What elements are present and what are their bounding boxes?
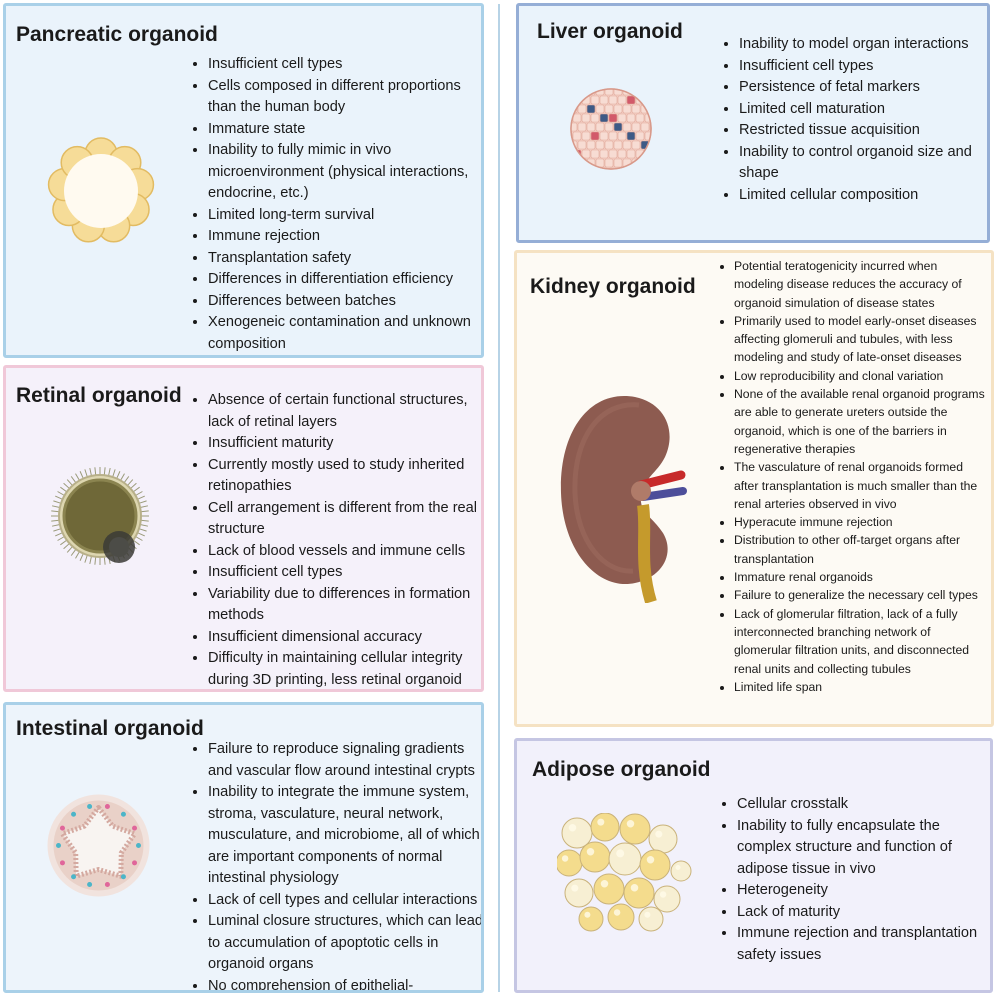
panel-title: Retinal organoid	[16, 384, 182, 407]
kidney-illustration	[560, 396, 687, 603]
limitation-item: Restricted tissue acquisition	[739, 120, 987, 142]
limitation-item: Insufficient dimensional accuracy	[208, 627, 481, 649]
limitation-item: Limited life span	[734, 678, 989, 696]
limitation-item: None of the available renal organoid pro…	[734, 385, 989, 458]
limitation-item: Absence of certain functional structures…	[208, 390, 481, 433]
limitation-item: Low reproducibility and clonal variation	[734, 367, 989, 385]
limitation-item: Limited long-term survival	[208, 205, 481, 227]
limitations-list: Absence of certain functional structures…	[191, 390, 481, 689]
limitation-item: Immune rejection and transplantation saf…	[737, 923, 990, 966]
panel-title: Adipose organoid	[532, 758, 711, 781]
limitation-item: Immature state	[208, 119, 481, 141]
liver-organoid-illustration	[570, 88, 652, 170]
limitation-item: Limited cellular composition	[739, 185, 987, 207]
limitation-item: Inability to model organ interactions	[739, 34, 987, 56]
limitation-item: Insufficient maturity	[208, 433, 481, 455]
pancreatic-organoid-panel: Pancreatic organoid Insufficient cell ty…	[3, 3, 484, 358]
limitation-item: Failure to reproduce signaling gradients…	[208, 739, 481, 782]
limitation-item: The vasculature of renal organoids forme…	[734, 458, 989, 513]
pancreatic-organoid-illustration	[47, 137, 155, 243]
limitation-item: Heterogeneity	[737, 880, 990, 902]
limitation-item: Insufficient cell types	[208, 54, 481, 76]
limitation-item: Distribution to other off-target organs …	[734, 531, 989, 568]
limitation-item: Luminal closure structures, which can le…	[208, 911, 481, 976]
panel-title: Intestinal organoid	[16, 717, 204, 740]
limitation-item: Lack of cell types and cellular interact…	[208, 890, 481, 912]
limitation-item: Inability to fully mimic in vivo microen…	[208, 140, 481, 205]
liver-organoid-panel: Liver organoid Inability to model organ …	[516, 3, 990, 243]
limitation-item: Limited cell maturation	[739, 99, 987, 121]
limitations-list: Insufficient cell typesCells composed in…	[191, 54, 481, 355]
limitation-item: Currently mostly used to study inherited…	[208, 455, 481, 498]
retinal-organoid-panel: Retinal organoid Absence of certain func…	[3, 365, 484, 692]
limitation-item: Primarily used to model early-onset dise…	[734, 312, 989, 367]
limitation-item: Potential teratogenicity incurred when m…	[734, 257, 989, 312]
limitation-item: Persistence of fetal markers	[739, 77, 987, 99]
limitation-item: No comprehension of epithelial-mesenchym…	[208, 976, 481, 991]
limitation-item: Differences between batches	[208, 291, 481, 313]
limitation-item: Cells composed in different proportions …	[208, 76, 481, 119]
limitation-item: Transplantation safety	[208, 248, 481, 270]
limitation-item: Immune rejection	[208, 226, 481, 248]
limitation-item: Immature renal organoids	[734, 568, 989, 586]
limitation-item: Xenogeneic contamination and unknown com…	[208, 312, 481, 355]
limitation-item: Lack of maturity	[737, 902, 990, 924]
panel-title: Kidney organoid	[530, 275, 696, 298]
limitation-item: Inability to integrate the immune system…	[208, 782, 481, 890]
limitations-list: Failure to reproduce signaling gradients…	[191, 739, 481, 991]
limitation-item: Failure to generalize the necessary cell…	[734, 586, 989, 604]
limitations-list: Inability to model organ interactionsIns…	[722, 34, 987, 206]
limitation-item: Differences in differentiation efficienc…	[208, 269, 481, 291]
limitation-item: Inability to control organoid size and s…	[739, 142, 987, 185]
intestinal-organoid-panel: Intestinal organoid Failure to reproduce…	[3, 702, 484, 993]
limitation-item: Hyperacute immune rejection	[734, 513, 989, 531]
limitation-item: Lack of blood vessels and immune cells	[208, 541, 481, 563]
limitation-item: Insufficient cell types	[208, 562, 481, 584]
panel-title: Liver organoid	[537, 20, 683, 43]
limitation-item: Cell arrangement is different from the r…	[208, 498, 481, 541]
kidney-organoid-panel: Kidney organoid Potential teratogenicity…	[514, 250, 994, 727]
limitation-item: Insufficient cell types	[739, 56, 987, 78]
limitation-item: Lack of glomerular filtration, lack of a…	[734, 605, 989, 678]
limitations-list: Cellular crosstalkInability to fully enc…	[720, 794, 990, 966]
limitation-item: Variability due to differences in format…	[208, 584, 481, 627]
limitation-item: Difficulty in maintaining cellular integ…	[208, 648, 481, 689]
limitation-item: Inability to fully encapsulate the compl…	[737, 816, 990, 881]
adipose-organoid-illustration	[557, 813, 692, 932]
limitation-item: Cellular crosstalk	[737, 794, 990, 816]
intestinal-organoid-illustration	[47, 794, 150, 897]
panel-title: Pancreatic organoid	[16, 23, 218, 46]
adipose-organoid-panel: Adipose organoid Cellular crosstalkInabi…	[514, 738, 993, 993]
center-divider	[498, 4, 500, 992]
retinal-organoid-illustration	[51, 467, 149, 565]
limitations-list: Potential teratogenicity incurred when m…	[717, 257, 989, 696]
